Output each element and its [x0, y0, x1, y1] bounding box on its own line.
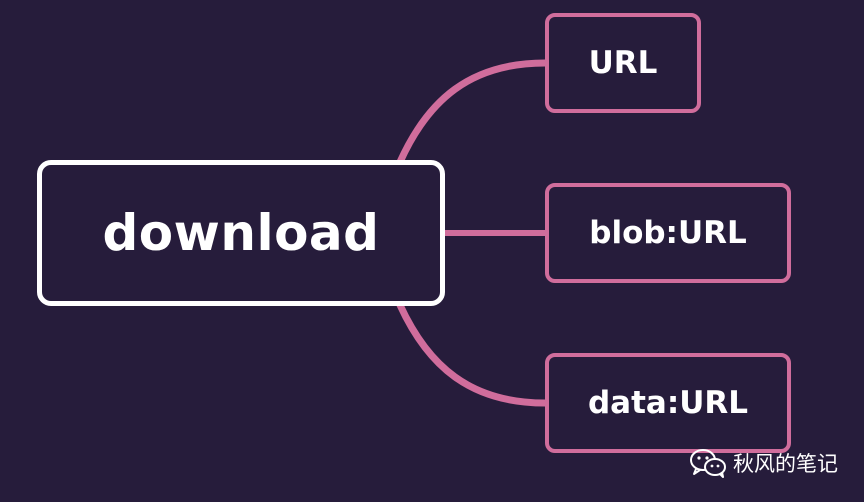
child-node-blob-url: blob:URL — [545, 183, 791, 283]
root-node-download: download — [37, 160, 445, 306]
connector-to-data-url — [396, 301, 549, 407]
child-node-data-url: data:URL — [545, 353, 791, 453]
child-node-label: blob:URL — [589, 215, 747, 251]
connector-to-url — [396, 59, 549, 166]
root-node-label: download — [102, 204, 380, 262]
child-node-url: URL — [545, 13, 701, 113]
wechat-icon — [689, 448, 727, 478]
child-node-label: URL — [588, 45, 658, 81]
watermark: 秋风的笔记 — [689, 448, 838, 478]
child-node-label: data:URL — [587, 385, 749, 421]
watermark-text: 秋风的笔记 — [733, 452, 838, 476]
